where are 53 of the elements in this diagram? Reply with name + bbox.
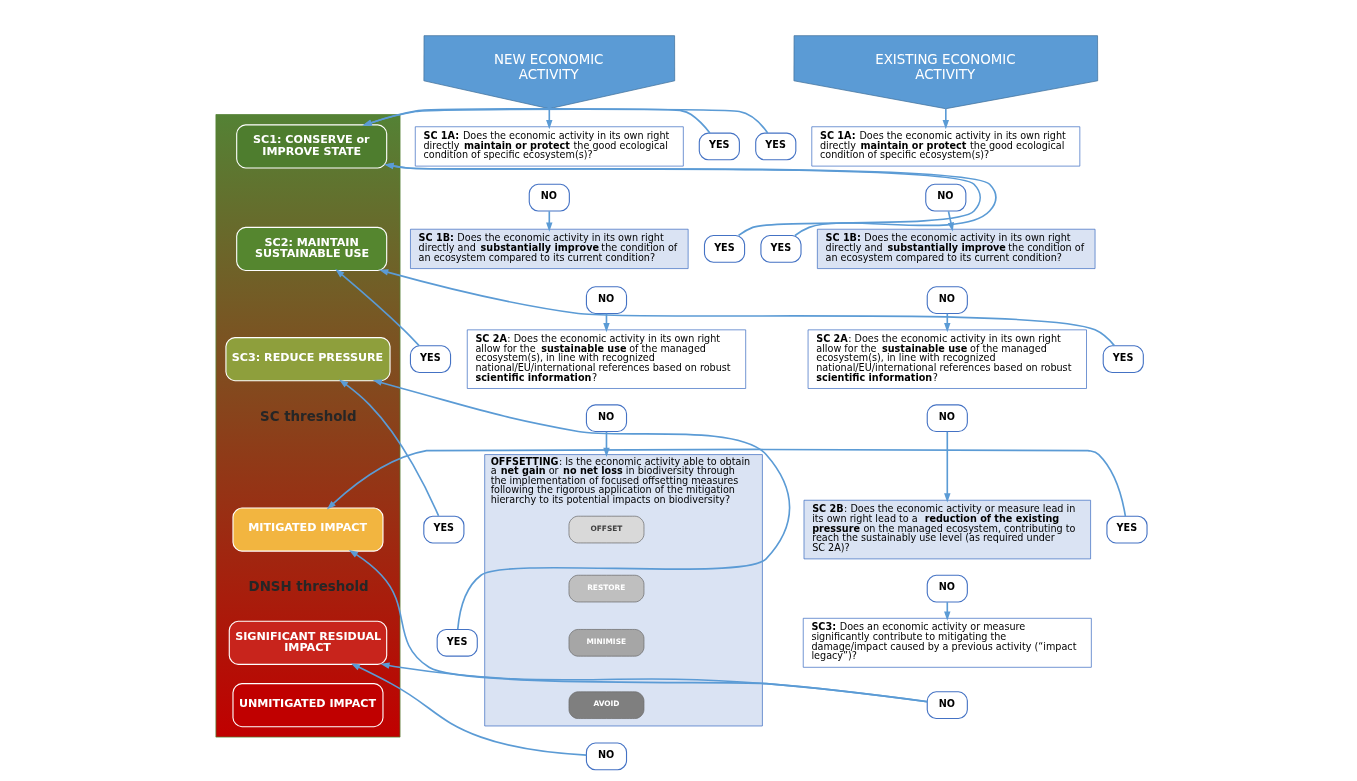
node-box: SC 2B: Does the economic activity or measure lead in its own right lead to a reduction of the existing pressure on the managed ecosystem, contributing to reach the sustainably use level (as required under SC 2A)? [803, 499, 1091, 560]
node-box: NO [926, 286, 968, 315]
arrow [944, 312, 951, 333]
node-box: NO [585, 742, 628, 771]
node-box: SC 2A: Does the economic activity in its own right allow for the sustainable use of the managed ecosystem(s), in line with recognized national/EU/international references based on robust scientific information? [466, 329, 747, 389]
node-box: YES [1102, 345, 1144, 374]
arrow [380, 662, 929, 703]
node-box: YES [1106, 515, 1148, 544]
node-box: YES [703, 235, 746, 263]
arrow [379, 269, 1116, 347]
arrow [350, 663, 588, 756]
node-box: YES [436, 628, 478, 657]
node-box: RESTORE [568, 574, 645, 603]
node-box: SC2: MAINTAIN SUSTAINABLE USE [236, 226, 388, 271]
node-box: SC 2A: Does the economic activity in its own right allow for the sustainable use of the managed ecosystem(s), in line with recognized national/EU/international references based on robust scientific information? [807, 329, 1087, 389]
arrow [339, 379, 440, 517]
node-box: SC 1B: Does the economic activity in its own right directly and substantially improve the condition of an ecosystem compared to its current condition? [817, 228, 1096, 269]
node-box: SC 1A: Does the economic activity in its own right directly maintain or protect the good ecological condition of specific ecosystem(s)? [811, 126, 1081, 167]
arrow [942, 107, 950, 130]
node-box: SC1: CONSERVE or IMPROVE STATE [236, 124, 388, 169]
arrow [944, 601, 951, 621]
cluster [215, 114, 401, 738]
node-box: MITIGATED IMPACT [232, 507, 384, 552]
node-box: SC3: REDUCE PRESSURE [225, 337, 391, 382]
node-box: YES [760, 235, 802, 263]
arrow [947, 210, 954, 232]
node-box: SC 1A: Does the economic activity in its own right directly maintain or protect the good ecological condition of specific ecosystem(s)? [414, 126, 684, 167]
arrow [348, 549, 929, 703]
node-box: YES [698, 132, 740, 161]
arrow [546, 210, 553, 232]
node-box: AVOID [568, 691, 645, 719]
node-box: YES [409, 345, 452, 374]
node-box: UNMITIGATED IMPACT [232, 683, 384, 728]
node-box: YES [755, 132, 797, 161]
node-box: NO [926, 691, 968, 720]
node-box: NO [585, 286, 628, 315]
node-box: SC3: Does an economic activity or measure significantly contribute to mitigating the damage/impact caused by a previous activity (“impact legacy”)? [802, 617, 1092, 668]
arrow [546, 107, 553, 130]
node-box: OFFSET [568, 515, 645, 544]
node-box: NO [926, 404, 968, 433]
node-box: SIGNIFICANT RESIDUAL IMPACT [228, 620, 388, 665]
node-box: MINIMISE [568, 629, 645, 657]
node-box: NO [528, 183, 570, 212]
arrow [335, 269, 420, 347]
arrow [944, 430, 951, 503]
label: SC threshold [260, 408, 357, 424]
node-box: NO [925, 183, 967, 212]
node-box: NO [585, 404, 628, 433]
node-box: SC 1B: Does the economic activity in its own right directly and substantially improve the condition of an ecosystem compared to its current condition? [410, 228, 689, 269]
label: DNSH threshold [248, 579, 369, 595]
node-box: YES [423, 515, 465, 544]
arrow [372, 379, 791, 631]
node-box: NO [926, 574, 968, 603]
